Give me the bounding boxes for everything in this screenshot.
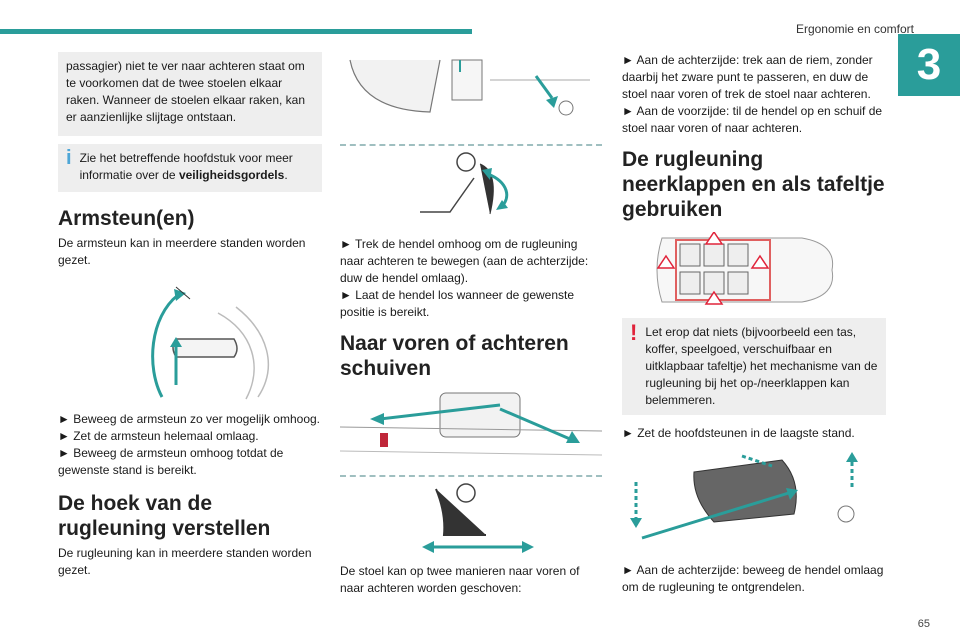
chapter-tab: 3 <box>898 34 960 96</box>
recline-step-2: ► Laat de hendel los wanneer de gewenste… <box>340 288 575 319</box>
warning-icon: ! <box>630 320 638 345</box>
slide-text: De stoel kan op twee manieren naar voren… <box>340 564 580 595</box>
slide-illustration <box>340 392 602 456</box>
armrest-illustration <box>151 286 270 400</box>
armrest-step-1: ► Beweeg de armsteun zo ver mogelijk omh… <box>58 412 321 426</box>
rear-lever-illustration <box>349 59 590 116</box>
note-box-text: passagier) niet te ver naar achteren sta… <box>66 59 306 124</box>
armrest-step-3: ► Beweeg de armsteun omhoog totdat de ge… <box>58 446 284 477</box>
lever-step: ► Aan de achterzijde: beweeg de hendel o… <box>622 563 884 594</box>
backrest-intro: De rugleuning kan in meerdere standen wo… <box>58 546 312 577</box>
column-1: passagier) niet te ver naar achteren sta… <box>58 52 322 579</box>
info-icon: i <box>66 147 72 169</box>
heading-slide: Naar voren of achteren schuiven <box>340 332 569 380</box>
section-title: Ergonomie en comfort <box>795 22 914 36</box>
heading-fold-table: De rugleuning neerklappen en als tafeltj… <box>622 148 885 221</box>
info-link-bold: veiligheidsgordels <box>178 168 285 182</box>
armrest-intro: De armsteun kan in meerdere standen word… <box>58 236 306 267</box>
heading-armrest: Armsteun(en) <box>58 207 195 230</box>
armrest-step-2: ► Zet de armsteun helemaal omlaag. <box>58 429 259 443</box>
recline-step-1: ► Trek de hendel omhoog om de rugleuning… <box>340 237 589 285</box>
divider <box>340 144 602 146</box>
backrest-recline-illustration <box>420 152 509 215</box>
warning-text: Let erop dat niets (bijvoorbeeld een tas… <box>645 325 878 407</box>
slide-step-front: ► Aan de voorzijde: til de hendel op en … <box>622 104 883 135</box>
info-box: i Zie het betreffende hoofdstuk voor mee… <box>58 144 322 192</box>
slide-step-rear: ► Aan de achterzijde: trek aan de riem, … <box>622 53 873 101</box>
header-accent-bar <box>0 29 472 34</box>
info-text: Zie het betreffende hoofdstuk voor meer … <box>79 151 293 182</box>
warning-box: ! Let erop dat niets (bijvoorbeeld een t… <box>622 318 886 415</box>
fold-lever-illustration <box>630 452 858 540</box>
headrest-step: ► Zet de hoofdsteunen in de laagste stan… <box>622 426 855 440</box>
seat-layout-illustration <box>656 232 834 305</box>
heading-backrest-angle: De hoek van de rugleuning verstellen <box>58 492 271 540</box>
page-number: 65 <box>917 618 930 630</box>
column-2: ► Trek de hendel omhoog om de rugleuning… <box>340 50 602 597</box>
slide-seat-illustration <box>422 483 534 553</box>
column-3: ► Aan de achterzijde: trek aan de riem, … <box>622 52 886 596</box>
divider <box>340 475 602 477</box>
note-box: passagier) niet te ver naar achteren sta… <box>58 52 322 136</box>
